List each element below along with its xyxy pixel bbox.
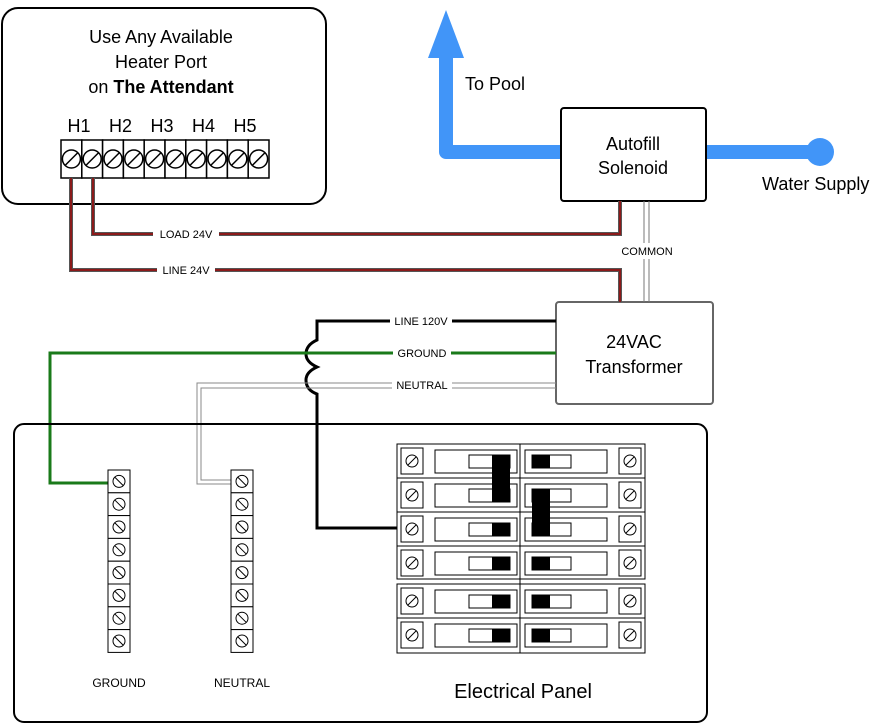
electrical-panel-title: Electrical Panel <box>454 681 592 703</box>
ground-bar-label: GROUND <box>92 676 146 690</box>
breaker-toggle <box>492 629 510 642</box>
port-label-h5: H5 <box>233 116 256 136</box>
solenoid-label-line2: Solenoid <box>598 158 668 178</box>
load-wire <box>92 178 621 235</box>
breaker-array <box>396 443 646 654</box>
bus-terminal <box>107 469 131 494</box>
ground-wire-label: GROUND <box>398 348 447 360</box>
bus-terminal <box>230 606 254 631</box>
breaker-toggle <box>532 557 550 570</box>
breaker-toggle <box>492 595 510 608</box>
transformer-box <box>555 301 714 405</box>
breaker-row <box>400 515 642 543</box>
bus-terminal <box>107 560 131 585</box>
solenoid-box <box>560 107 707 202</box>
attendant-title-line1: Use Any Available <box>89 27 233 47</box>
breaker-toggle <box>492 557 510 570</box>
solenoid-label-line1: Autofill <box>606 134 660 154</box>
water-supply-label: Water Supply <box>762 174 869 194</box>
bus-terminal <box>107 629 131 653</box>
terminal-screw <box>101 139 125 179</box>
terminal-screw <box>205 139 229 179</box>
breaker-toggle <box>532 455 550 468</box>
terminal-screw <box>60 139 83 179</box>
arrow-up-icon <box>428 10 464 58</box>
load-label-bg <box>153 226 219 242</box>
ground-label-bg <box>393 345 451 361</box>
transformer-label-line2: Transformer <box>585 357 682 377</box>
terminal-screw <box>226 139 249 179</box>
attendant-title-line2: Heater Port <box>115 52 207 72</box>
common-label-bg <box>617 243 677 259</box>
load-24v-label: LOAD 24V <box>160 229 213 241</box>
breaker-toggle <box>532 595 550 608</box>
terminal-screw <box>185 139 208 179</box>
breaker-row <box>400 587 642 615</box>
breaker-toggle <box>532 629 550 642</box>
transformer-label-line1: 24VAC <box>606 332 662 352</box>
bus-terminal <box>230 583 254 608</box>
ground-wire <box>48 351 556 485</box>
bus-terminal <box>230 492 254 517</box>
double-pole-tie-right <box>532 489 550 536</box>
breaker-toggle <box>492 523 510 536</box>
breaker-row <box>400 549 642 577</box>
attendant-title-line3: on The Attendant <box>88 77 233 97</box>
bus-terminal <box>230 537 254 562</box>
attendant-title-bold: The Attendant <box>113 77 233 97</box>
electrical-panel-box <box>13 423 708 723</box>
bus-terminal <box>107 492 131 517</box>
line120-label-bg <box>390 313 452 329</box>
common-label: COMMON <box>621 246 672 258</box>
line-120v-label: LINE 120V <box>394 316 448 328</box>
bus-terminal <box>230 469 254 494</box>
terminal-screw <box>143 139 166 179</box>
double-pole-tie-left <box>492 455 510 502</box>
neutral-bar-label: NEUTRAL <box>214 676 270 690</box>
neutral-wire-label: NEUTRAL <box>396 380 447 392</box>
water-supply-endpoint-icon <box>806 138 834 166</box>
terminal-screw <box>247 139 270 179</box>
bus-terminal <box>230 515 254 539</box>
red-wires <box>69 178 622 302</box>
attendant-title-prefix: on <box>88 77 113 97</box>
terminal-screw <box>81 139 104 179</box>
heater-port-labels: H1 H2 H3 H4 H5 <box>67 116 256 136</box>
line24-wire <box>70 178 621 302</box>
port-label-h3: H3 <box>150 116 173 136</box>
bus-terminal <box>107 583 131 608</box>
neutral-wire <box>196 382 556 485</box>
breaker-row <box>400 621 642 649</box>
port-label-h2: H2 <box>109 116 132 136</box>
bus-terminal <box>107 537 131 562</box>
port-label-h4: H4 <box>192 116 215 136</box>
port-label-h1: H1 <box>67 116 90 136</box>
terminal-screw <box>122 139 145 179</box>
bus-terminal <box>107 515 131 539</box>
neutral-label-bg <box>392 377 452 393</box>
neutral-bus-bar <box>230 469 254 653</box>
terminal-screw <box>164 139 187 179</box>
line-24v-label: LINE 24V <box>162 265 210 277</box>
bus-terminal <box>107 606 131 631</box>
bus-terminal <box>230 629 254 653</box>
ground-bus-bar <box>107 469 131 653</box>
bus-terminal <box>230 560 254 585</box>
line24-label-bg <box>157 262 215 278</box>
to-pool-label: To Pool <box>465 74 525 94</box>
heater-terminal-strip <box>60 139 270 179</box>
